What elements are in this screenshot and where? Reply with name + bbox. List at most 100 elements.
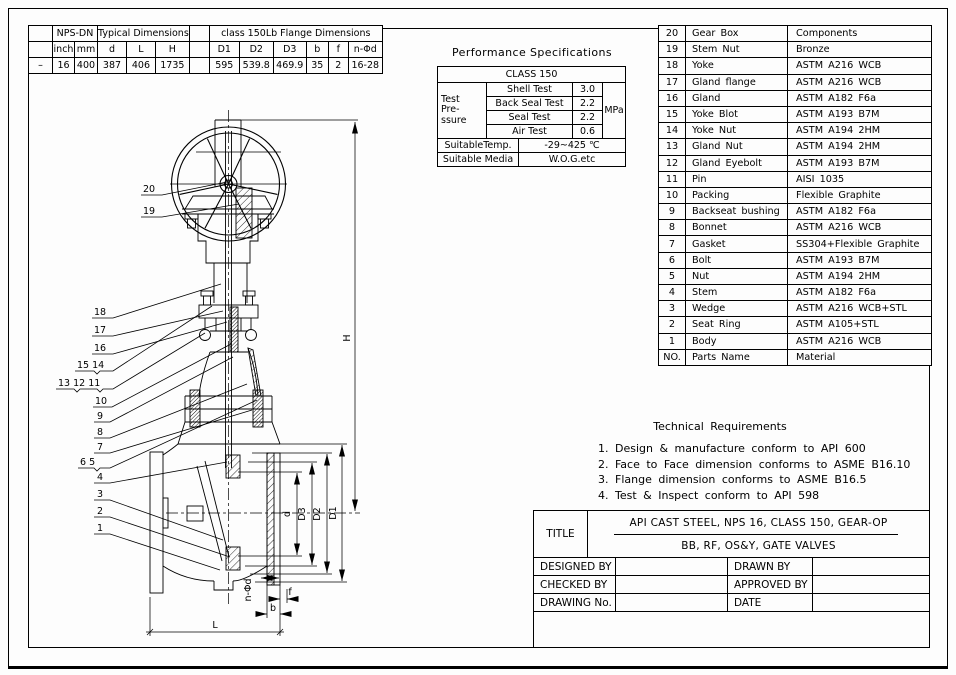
dim-group-flange: class 150Lb Flange Dimensions bbox=[208, 25, 383, 42]
test-value: 2.2 bbox=[572, 96, 603, 111]
dim-label-nphid: n-Φd bbox=[243, 579, 254, 602]
part-material-cell: ASTM A194 2HM bbox=[788, 123, 932, 140]
test-pressure-label: Test Pre- ssure bbox=[437, 82, 487, 139]
dim-gap-cell bbox=[188, 57, 210, 74]
packing-section bbox=[229, 306, 239, 353]
dim-gap-cell bbox=[188, 25, 210, 42]
part-name-cell: Gland flange bbox=[686, 74, 788, 91]
dim-value: 2 bbox=[327, 57, 349, 74]
dim-blank-cell bbox=[28, 25, 53, 42]
pressure-line: Pre- bbox=[441, 104, 460, 116]
dim-header: D1 bbox=[208, 41, 240, 58]
part-material-cell: ASTM A216 WCB bbox=[788, 75, 932, 91]
dim-group-typical: Typical Dimensions bbox=[97, 25, 190, 42]
dim-value: 406 bbox=[125, 57, 156, 74]
part-material-cell: ASTM A193 B7M bbox=[788, 156, 932, 172]
dim-label-H: H bbox=[342, 334, 353, 341]
title-row: TITLE API CAST STEEL, NPS 16, CLASS 150,… bbox=[534, 511, 929, 558]
part-material-cell: ASTM A182 F6a bbox=[788, 91, 932, 107]
bonnet-bolt bbox=[189, 389, 201, 428]
part-number-cell: 19 bbox=[659, 42, 686, 59]
gate-valve-drawing: 20 19 18 17 16 15 14 13 12 11 10 9 8 7 6… bbox=[56, 110, 360, 636]
technical-requirement-item: 2. Face to Face dimension conforms to AS… bbox=[598, 457, 911, 471]
dim-value: 387 bbox=[97, 57, 127, 74]
title-divider bbox=[614, 534, 898, 535]
part-name-cell: Body bbox=[686, 333, 788, 350]
designed-by-value bbox=[616, 558, 728, 575]
gearbox bbox=[182, 187, 274, 264]
drawing-no-label: DRAWING No. bbox=[534, 594, 616, 611]
dimension-labels: H d D3 D2 D1 n-Φd f b L bbox=[212, 334, 353, 631]
pressure-line: Test bbox=[441, 93, 460, 105]
dim-group-npsdn: NPS-DN bbox=[52, 25, 98, 42]
part-name-cell: Wedge bbox=[686, 301, 788, 318]
stem-nut-section bbox=[235, 187, 253, 239]
dim-value: 469.9 bbox=[272, 57, 307, 74]
part-name-cell: Packing bbox=[686, 187, 788, 205]
class-header: CLASS 150 bbox=[437, 66, 626, 83]
seat-ring-section bbox=[225, 546, 241, 571]
performance-table-extra: SuitableTemp. -29~425 ℃ Suitable Media W… bbox=[437, 138, 626, 167]
part-name-cell: Yoke bbox=[686, 58, 788, 75]
dim-value: 16 bbox=[52, 57, 75, 74]
dim-label-b: b bbox=[270, 603, 276, 614]
dim-value: 35 bbox=[305, 57, 329, 74]
part-label-18: 18 bbox=[94, 307, 106, 318]
dim-label-D1: D1 bbox=[328, 506, 339, 519]
date-value bbox=[813, 594, 929, 611]
dim-value: 595 bbox=[208, 57, 240, 74]
part-number-cell: 16 bbox=[659, 90, 686, 107]
checked-approved-row: CHECKED BY APPROVED BY bbox=[534, 576, 929, 594]
part-name-cell: Gland bbox=[686, 90, 788, 107]
test-name: Seal Test bbox=[486, 110, 573, 125]
bonnet-bolt bbox=[252, 389, 264, 428]
part-label-9: 9 bbox=[97, 411, 103, 422]
dim-header: D3 bbox=[272, 41, 307, 58]
dim-blank-cell bbox=[28, 41, 53, 58]
dim-label-f: f bbox=[288, 587, 292, 598]
technical-requirements-list: 1. Design & manufacture conform to API 6… bbox=[595, 441, 935, 503]
dimension-table: NPS-DN Typical Dimensions class 150Lb Fl… bbox=[28, 25, 383, 74]
part-number-cell: 13 bbox=[659, 139, 686, 156]
test-name: Back Seal Test bbox=[486, 96, 573, 111]
part-material-cell: ASTM A105+STL bbox=[788, 317, 932, 334]
temp-label: SuitableTemp. bbox=[437, 138, 519, 153]
part-number-cell: 2 bbox=[659, 317, 686, 334]
temp-value: -29~425 ℃ bbox=[518, 138, 626, 153]
technical-requirement-item: 4. Test & Inspect conform to API 598 bbox=[598, 488, 820, 502]
parts-footer-material: Material bbox=[788, 350, 932, 366]
part-number-cell: 10 bbox=[659, 187, 686, 205]
part-material-cell: ASTM A194 2HM bbox=[788, 139, 932, 156]
bonnet-flange-joint bbox=[184, 389, 273, 428]
part-material-cell: ASTM A182 F6a bbox=[788, 204, 932, 221]
dim-header: f bbox=[327, 41, 349, 58]
dim-label-L: L bbox=[212, 620, 218, 631]
part-number-cell: 7 bbox=[659, 236, 686, 253]
designed-drawn-row: DESIGNED BY DRAWN BY bbox=[534, 558, 929, 576]
part-material-cell: ASTM A216 WCB bbox=[788, 334, 932, 350]
test-name: Air Test bbox=[486, 124, 573, 139]
part-material-cell: Components bbox=[788, 26, 932, 43]
part-label-8: 8 bbox=[97, 427, 103, 438]
parts-list-table: 20 Gear Box Components 19 Stem Nut Bronz… bbox=[658, 25, 932, 366]
dim-header: d bbox=[97, 41, 127, 58]
part-name-cell: Seat Ring bbox=[686, 317, 788, 334]
technical-requirements: Technical Requirements 1. Design & manuf… bbox=[595, 420, 935, 503]
part-name-cell: Nut bbox=[686, 268, 788, 285]
part-material-cell: ASTM A216 WCB+STL bbox=[788, 301, 932, 318]
left-flange bbox=[149, 451, 164, 594]
part-label-13-12-11: 13 12 11 bbox=[58, 378, 100, 389]
part-material-cell: ASTM A216 WCB bbox=[788, 58, 932, 75]
dim-value: 16-28 bbox=[347, 57, 383, 74]
part-number-cell: 5 bbox=[659, 268, 686, 285]
stem bbox=[214, 119, 242, 468]
part-number-cell: 17 bbox=[659, 74, 686, 91]
part-number-cell: 15 bbox=[659, 106, 686, 124]
part-material-cell: Flexible Graphite bbox=[788, 188, 932, 205]
part-number-labels: 20 19 18 17 16 15 14 13 12 11 10 9 8 7 6… bbox=[58, 184, 155, 534]
technical-requirements-title: Technical Requirements bbox=[653, 420, 787, 433]
dim-label-d: d bbox=[282, 511, 293, 517]
part-name-cell: Stem Nut bbox=[686, 42, 788, 59]
wedge-edge bbox=[196, 465, 223, 562]
part-number-cell: 6 bbox=[659, 252, 686, 269]
